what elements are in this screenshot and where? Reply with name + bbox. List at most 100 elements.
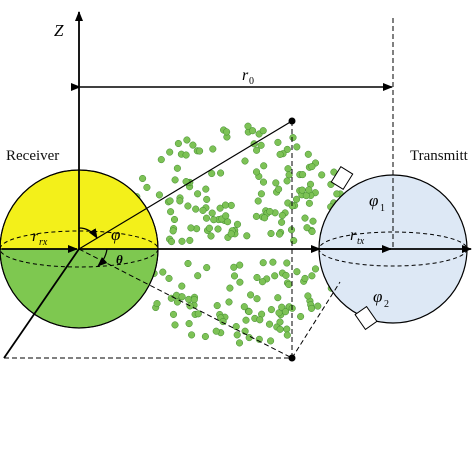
svg-text:φ: φ [373, 287, 382, 306]
particle [276, 318, 284, 326]
particle [258, 278, 267, 286]
particle [167, 208, 175, 216]
particle [216, 204, 224, 212]
particle [182, 151, 190, 159]
phi-arc [78, 227, 98, 239]
transmitter-label: Transmitt [410, 148, 469, 164]
particle [169, 227, 177, 235]
particle [233, 331, 241, 339]
particle [275, 230, 284, 238]
particle [222, 212, 230, 220]
particle [308, 272, 316, 280]
particle [267, 337, 275, 345]
particle [267, 229, 275, 238]
particle [199, 206, 207, 214]
particle [208, 209, 216, 217]
particle [309, 217, 317, 225]
particle [305, 186, 313, 194]
particle [285, 171, 293, 179]
particle [226, 284, 234, 292]
particle [171, 176, 179, 184]
particle [289, 134, 297, 142]
particle [257, 190, 265, 198]
particle [303, 224, 311, 232]
particle [192, 205, 200, 213]
particle [243, 232, 251, 240]
particle [171, 321, 179, 329]
particle [139, 174, 147, 183]
particle [169, 310, 178, 318]
particle [230, 263, 238, 271]
particle [235, 339, 244, 347]
particle [256, 316, 264, 324]
receiver-label: Receiver [6, 148, 59, 164]
particle [236, 278, 244, 286]
phi2-label: φ 2 [373, 287, 389, 310]
particle [176, 197, 184, 205]
particle [314, 302, 322, 310]
particle [285, 280, 293, 289]
particle [257, 141, 265, 149]
rtx-label: r tx [350, 227, 365, 247]
particle [143, 183, 151, 191]
r0-label: r 0 [242, 67, 254, 87]
particle [283, 145, 291, 153]
particle [223, 128, 231, 136]
particle [253, 273, 261, 282]
particle [236, 261, 244, 269]
y-axis [3, 248, 80, 359]
particle [283, 177, 291, 185]
particle [297, 312, 305, 321]
particle [276, 150, 284, 158]
particle [210, 216, 218, 224]
particle [202, 214, 211, 222]
particle [278, 303, 286, 311]
particle [299, 171, 307, 179]
particle [259, 259, 267, 267]
particle [259, 127, 267, 135]
particle [221, 201, 230, 209]
particle [259, 178, 268, 186]
svg-text:r: r [32, 228, 39, 245]
particle [183, 136, 191, 144]
particle [308, 227, 316, 236]
particle [157, 156, 165, 164]
particle [278, 211, 286, 220]
particle [178, 237, 186, 245]
particle [271, 272, 279, 280]
theta-arc [97, 248, 108, 267]
svg-text:0: 0 [249, 76, 254, 87]
particle [208, 169, 216, 178]
particle [188, 331, 196, 339]
projection-diagonal [291, 281, 341, 359]
particle [173, 164, 181, 172]
phi-label: φ [111, 225, 120, 244]
particle [186, 236, 194, 244]
particle [269, 258, 277, 266]
particle [214, 225, 222, 233]
particle [247, 291, 255, 299]
particle [276, 325, 284, 333]
svg-text:1: 1 [380, 203, 385, 214]
particle [260, 162, 268, 170]
particle [202, 185, 210, 193]
particle [184, 259, 192, 268]
particle [225, 298, 233, 306]
particle [230, 272, 239, 280]
particle [267, 306, 275, 314]
particle-position-vector [78, 120, 293, 250]
particle [249, 127, 257, 135]
particle [274, 138, 282, 146]
particle [245, 308, 253, 316]
svg-text:rx: rx [39, 237, 48, 248]
particle [308, 163, 316, 171]
projection-point [288, 354, 296, 362]
particle [283, 325, 291, 333]
particle [194, 272, 202, 280]
particle [304, 292, 312, 300]
svg-text:tx: tx [357, 236, 365, 247]
particle [254, 197, 262, 205]
particle [201, 332, 209, 341]
particle [227, 230, 235, 238]
